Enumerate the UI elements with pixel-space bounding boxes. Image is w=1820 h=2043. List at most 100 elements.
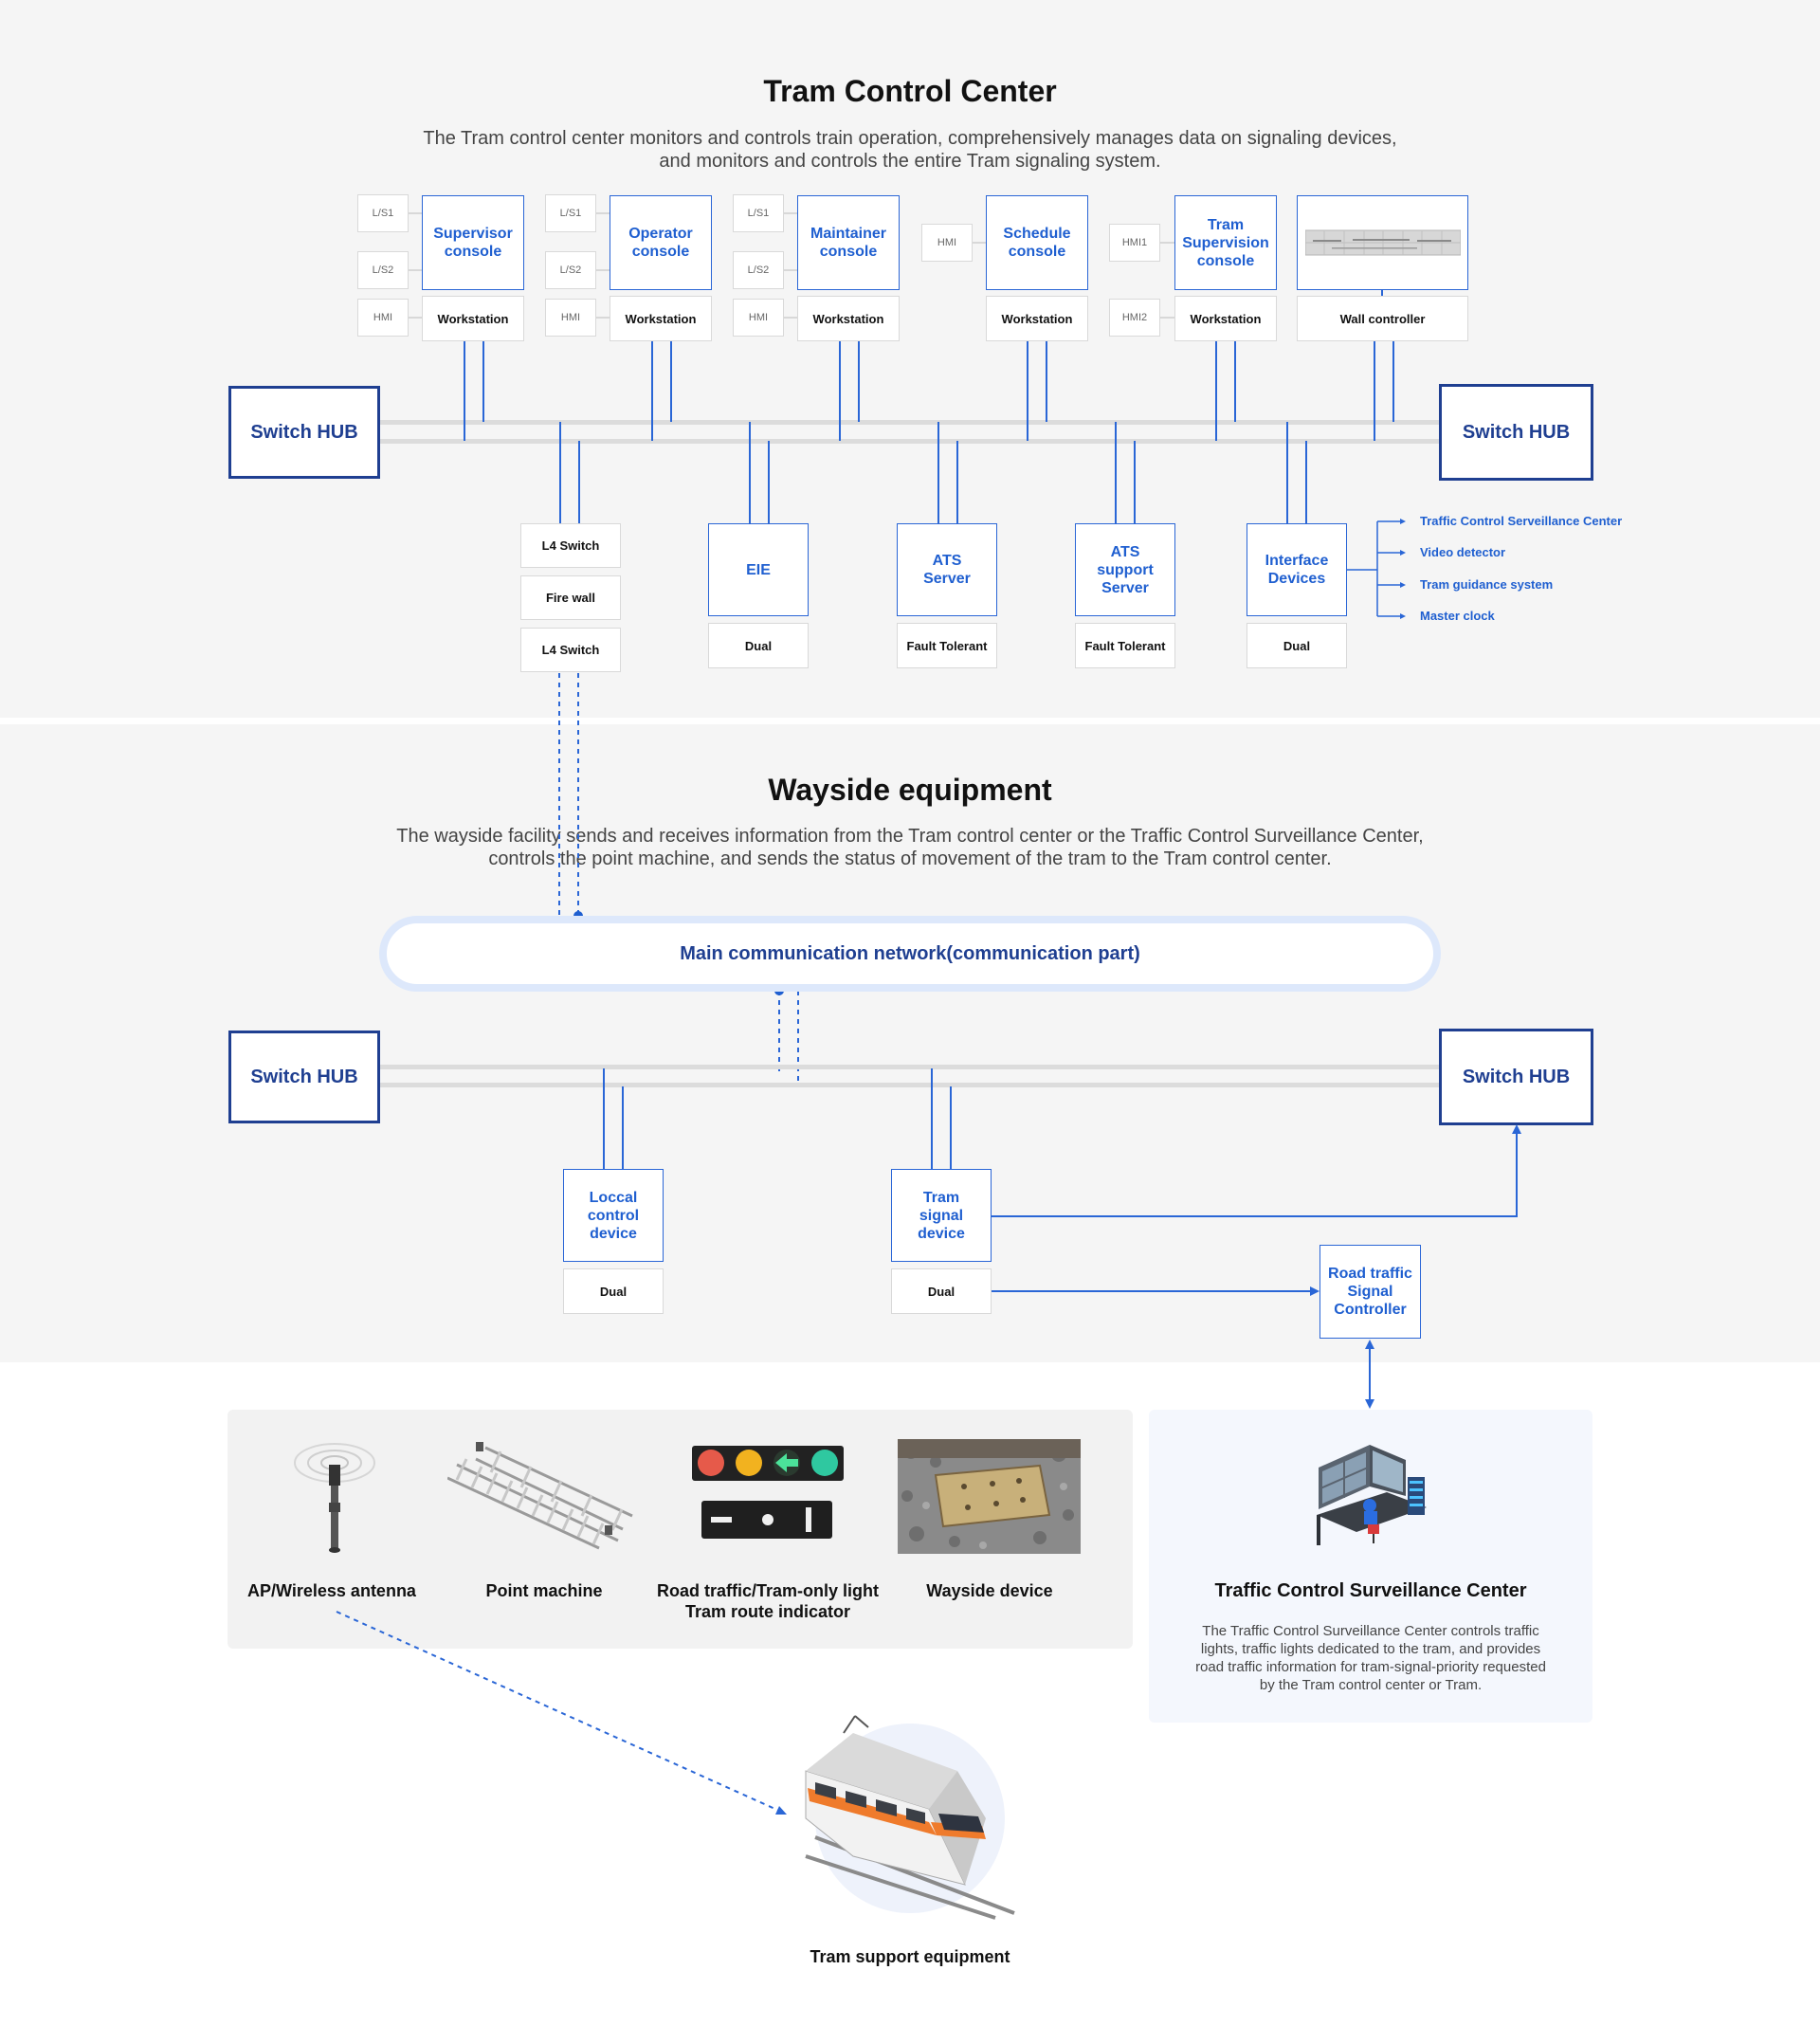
- target-traffic-control: Traffic Control Serveillance Center: [1420, 514, 1623, 528]
- interface-branch: [1347, 519, 1406, 619]
- schedule-console[interactable]: Schedule console: [986, 195, 1088, 290]
- tram-signal-dual: Dual: [891, 1268, 992, 1314]
- wayside-arrows: [992, 1124, 1521, 1409]
- connector: [937, 422, 939, 523]
- tag-ls1: L/S1: [733, 194, 784, 232]
- connector: [1234, 341, 1236, 422]
- antenna-icon: [294, 1443, 375, 1553]
- target-master-clock: Master clock: [1420, 609, 1495, 623]
- tram-icon: [805, 1715, 1015, 1920]
- l4-switch-top: L4 Switch: [520, 523, 621, 568]
- eie-dual: Dual: [708, 623, 809, 668]
- control-bus-lower: [379, 439, 1441, 444]
- road-traffic-signal-controller[interactable]: Road traffic Signal Controller: [1320, 1245, 1421, 1339]
- connector: [1046, 341, 1047, 422]
- target-video-detector: Video detector: [1420, 545, 1506, 559]
- connector: [1115, 422, 1117, 523]
- operator-workstation: Workstation: [610, 296, 712, 341]
- local-control-dual: Dual: [563, 1268, 664, 1314]
- connector: [956, 441, 958, 523]
- control-center-title: Tram Control Center: [763, 74, 1057, 108]
- tram-support-label: Tram support equipment: [810, 1947, 1010, 1966]
- connector: [1392, 341, 1394, 422]
- connector: [858, 341, 860, 422]
- wayside-bus-lower: [379, 1083, 1441, 1087]
- firewall: Fire wall: [520, 575, 621, 620]
- caption-antenna: AP/Wireless antenna: [247, 1581, 416, 1600]
- tag-ls2: L/S2: [357, 251, 409, 289]
- connector: [559, 422, 561, 523]
- caption-wayside-device: Wayside device: [926, 1581, 1053, 1600]
- tag-hmi2: HMI2: [1109, 299, 1160, 337]
- supervisor-console[interactable]: Supervisor console: [422, 195, 524, 290]
- connector: [651, 341, 653, 441]
- main-communication-network: Main communication network(communication…: [379, 916, 1441, 992]
- traffic-light-icon: [692, 1446, 844, 1539]
- connector: [464, 341, 465, 441]
- connector: [1027, 341, 1028, 441]
- ats-server[interactable]: ATS Server: [897, 523, 997, 616]
- connector: [1374, 341, 1375, 441]
- ats-support-fault-tolerant: Fault Tolerant: [1075, 623, 1175, 668]
- supervisor-workstation: Workstation: [422, 296, 524, 341]
- connector: [1286, 422, 1288, 523]
- point-machine-icon: [447, 1442, 633, 1550]
- ats-server-fault-tolerant: Fault Tolerant: [897, 623, 997, 668]
- control-switch-hub-right: Switch HUB: [1439, 384, 1593, 481]
- tag-ls2: L/S2: [545, 251, 596, 289]
- maintainer-console[interactable]: Maintainer console: [797, 195, 900, 290]
- connector: [622, 1086, 624, 1169]
- tram-supervision-console[interactable]: Tram Supervision console: [1174, 195, 1277, 290]
- target-tram-guidance: Tram guidance system: [1420, 577, 1554, 592]
- video-wall[interactable]: [1297, 195, 1468, 290]
- tcsc-title: Traffic Control Surveillance Center: [1214, 1580, 1527, 1601]
- tram-signal-device[interactable]: Tram signal device: [891, 1169, 992, 1262]
- tag-hmi: HMI: [921, 224, 973, 262]
- wayside-desc-2: controls the point machine, and sends th…: [488, 848, 1332, 869]
- video-wall-icon: [1304, 229, 1461, 256]
- surveillance-center-icon: [1317, 1445, 1427, 1545]
- tag-hmi: HMI: [733, 299, 784, 337]
- connector: [768, 441, 770, 523]
- control-center-desc-1: The Tram control center monitors and con…: [423, 128, 1397, 149]
- caption-point-machine: Point machine: [485, 1581, 603, 1600]
- connector: [931, 1068, 933, 1169]
- eie-server[interactable]: EIE: [708, 523, 809, 616]
- operator-console[interactable]: Operator console: [610, 195, 712, 290]
- ats-support-server[interactable]: ATS support Server: [1075, 523, 1175, 616]
- connector: [1215, 341, 1217, 441]
- tag-hmi: HMI: [545, 299, 596, 337]
- connector: [839, 341, 841, 441]
- control-switch-hub-left: Switch HUB: [228, 386, 380, 479]
- interface-devices[interactable]: Interface Devices: [1247, 523, 1347, 616]
- wall-controller: Wall controller: [1297, 296, 1468, 341]
- tag-ls2: L/S2: [733, 251, 784, 289]
- tag-hmi: HMI: [357, 299, 409, 337]
- wayside-device-icon: [898, 1439, 1081, 1554]
- tag-hmi1: HMI1: [1109, 224, 1160, 262]
- caption-traffic-light: Road traffic/Tram-only light Tram route …: [656, 1581, 880, 1621]
- connector: [1134, 441, 1136, 523]
- local-control-device[interactable]: Loccal control device: [563, 1169, 664, 1262]
- tag-connectors: [409, 212, 1383, 319]
- tcsc-description: The Traffic Control Surveillance Center …: [1195, 1623, 1546, 1693]
- connector: [603, 1068, 605, 1169]
- connector: [1305, 441, 1307, 523]
- connector: [950, 1086, 952, 1169]
- wayside-bus-upper: [379, 1065, 1441, 1069]
- control-bus-upper: [379, 420, 1441, 425]
- wayside-switch-hub-left: Switch HUB: [228, 1031, 380, 1123]
- connector: [749, 422, 751, 523]
- maintainer-workstation: Workstation: [797, 296, 900, 341]
- l4-switch-bottom: L4 Switch: [520, 628, 621, 672]
- tag-ls1: L/S1: [357, 194, 409, 232]
- tram-supervision-workstation: Workstation: [1174, 296, 1277, 341]
- schedule-workstation: Workstation: [986, 296, 1088, 341]
- wayside-desc-1: The wayside facility sends and receives …: [396, 826, 1424, 847]
- interface-dual: Dual: [1247, 623, 1347, 668]
- wayside-switch-hub-right: Switch HUB: [1439, 1029, 1593, 1125]
- connector: [670, 341, 672, 422]
- tag-ls1: L/S1: [545, 194, 596, 232]
- control-center-desc-2: and monitors and controls the entire Tra…: [659, 151, 1161, 172]
